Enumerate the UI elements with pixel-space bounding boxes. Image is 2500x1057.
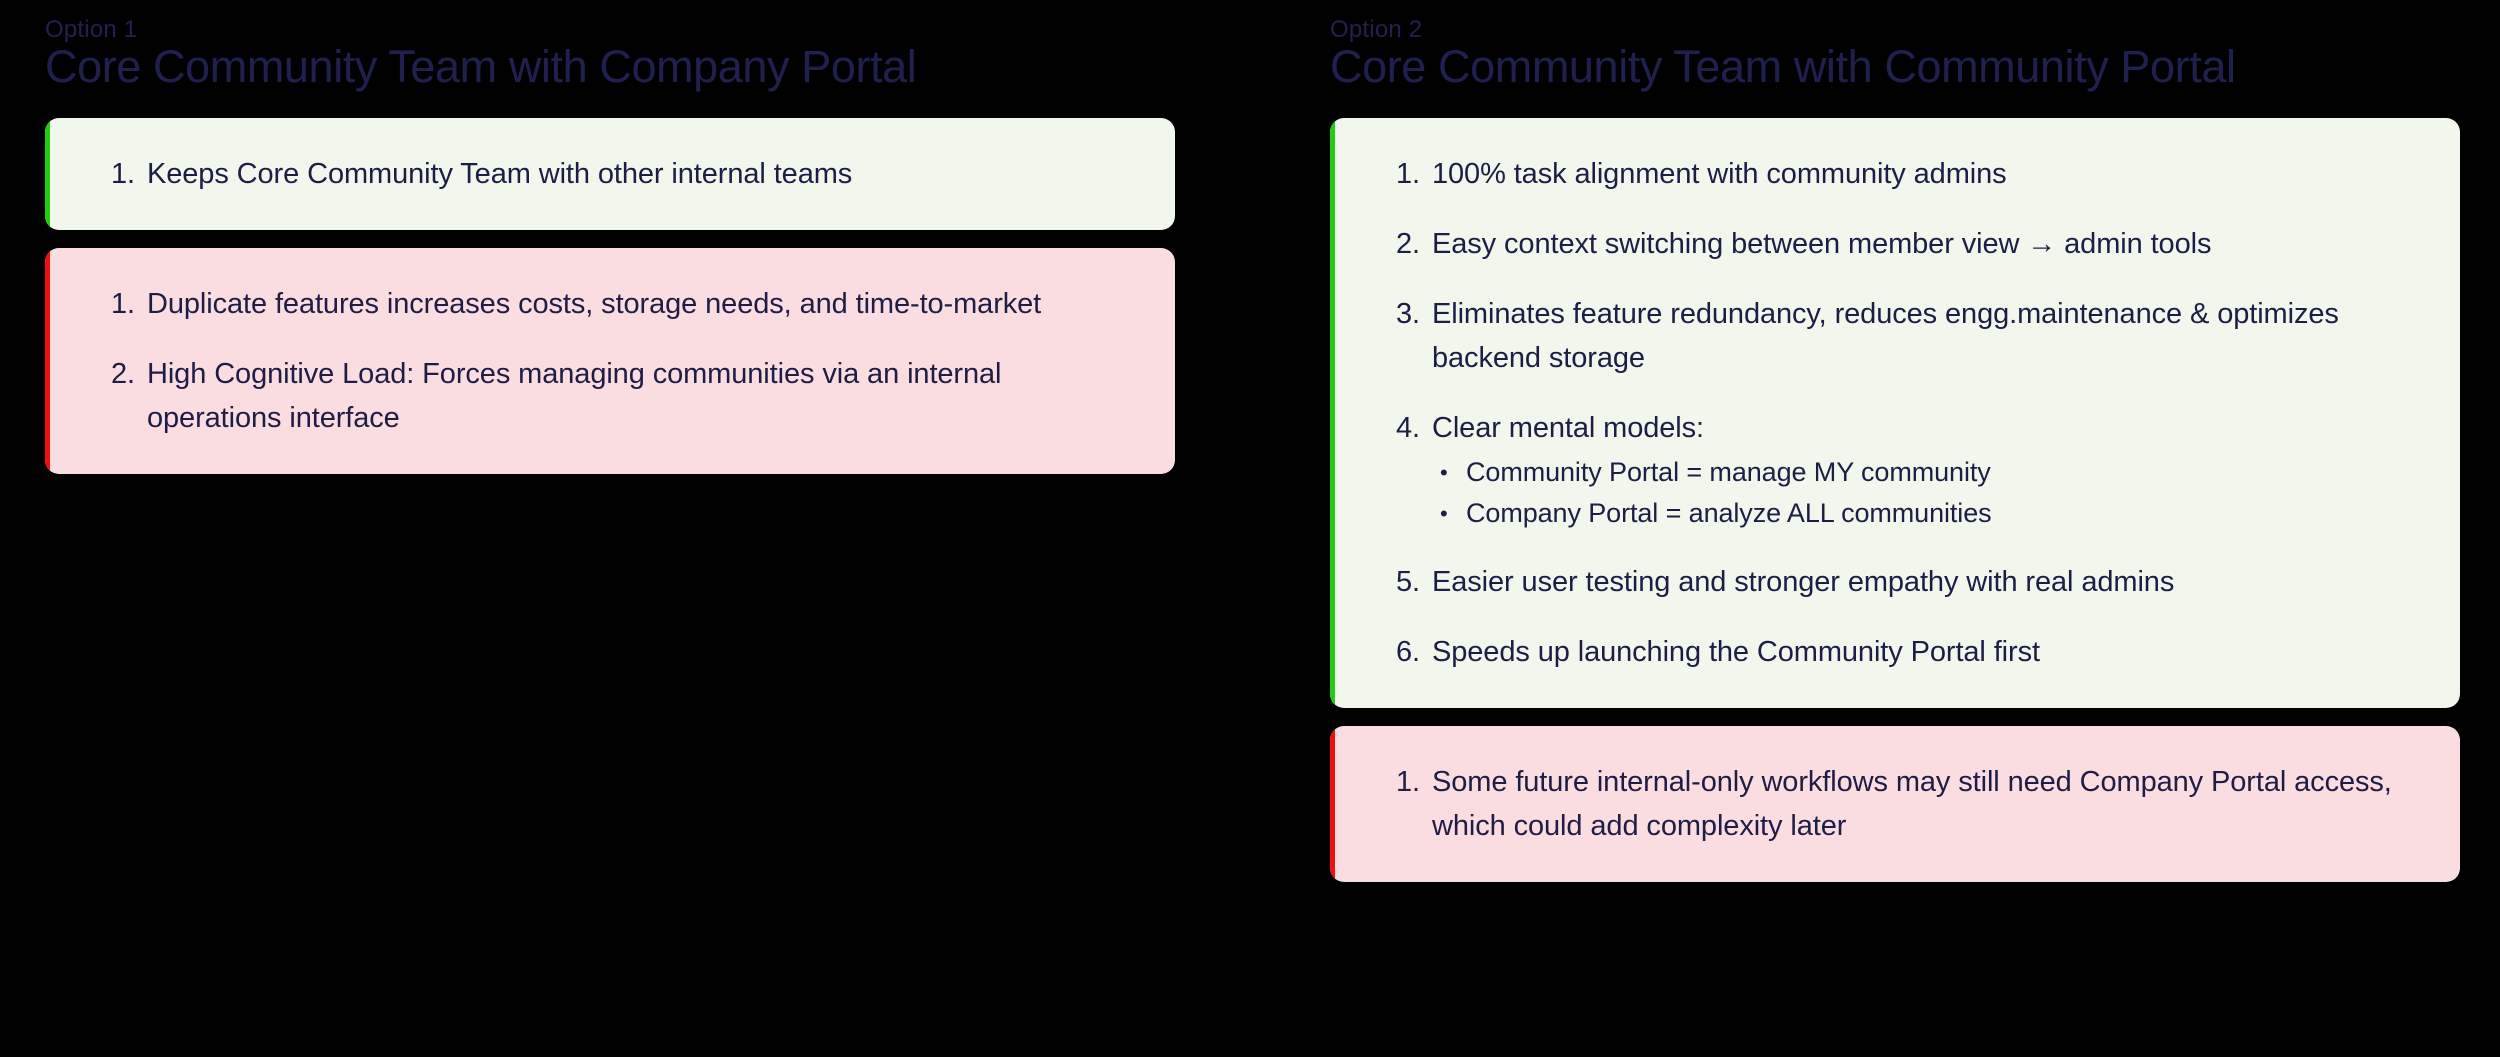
list-item-text: Clear mental models: (1432, 412, 1704, 444)
list-item: Easy context switching between member vi… (1384, 222, 2418, 266)
list-item-text: 100% task alignment with community admin… (1432, 158, 2007, 190)
option-2-pros-card: 100% task alignment with community admin… (1330, 118, 2460, 708)
option-1-cons-card: Duplicate features increases costs, stor… (45, 248, 1175, 474)
list-item: High Cognitive Load: Forces managing com… (99, 352, 1002, 434)
option-2-title: Core Community Team with Community Porta… (1330, 41, 2236, 92)
list-item: Speeds up launching the Community Portal… (1384, 630, 2418, 674)
option-1-column: Option 1 Core Community Team with Compan… (45, 0, 1220, 1057)
list-item-text: Easier user testing and stronger empathy… (1432, 566, 2175, 598)
option-2-pros-list: 100% task alignment with community admin… (1384, 152, 2418, 674)
list-item-text: Easy context switching between member vi… (1432, 228, 2212, 260)
option-2-label: Option 2 (1330, 16, 1423, 43)
list-item: Keeps Core Community Team with other int… (99, 152, 853, 196)
option-1-pros-list: Keeps Core Community Team with other int… (99, 152, 1133, 196)
option-1-label: Option 1 (45, 16, 138, 43)
list-item: Community Portal = manage MY community (1432, 452, 2418, 493)
list-item-text: Eliminates feature redundancy, reduces e… (1432, 298, 2339, 374)
list-item: 100% task alignment with community admin… (1384, 152, 2418, 196)
list-item: Clear mental models: Community Portal = … (1384, 406, 2418, 534)
option-2-column: Option 2 Core Community Team with Commun… (1330, 0, 2500, 1057)
list-item-text: Speeds up launching the Community Portal… (1432, 636, 2040, 668)
option-2-cons-card: Some future internal-only workflows may … (1330, 726, 2460, 882)
list-item: Eliminates feature redundancy, reduces e… (1384, 292, 2418, 380)
option-1-cons-list: Duplicate features increases costs, stor… (99, 282, 1133, 440)
option-2-cons-list: Some future internal-only workflows may … (1384, 760, 2418, 848)
option-1-title: Core Community Team with Company Portal (45, 41, 917, 92)
list-item: Easier user testing and stronger empathy… (1384, 560, 2418, 604)
list-item: Duplicate features increases costs, stor… (99, 282, 1042, 326)
option-2-header: Option 2 Core Community Team with Commun… (1330, 0, 2500, 118)
option-1-pros-card: Keeps Core Community Team with other int… (45, 118, 1175, 230)
option-2-mental-models-sublist: Community Portal = manage MY community C… (1432, 452, 2418, 534)
option-1-header: Option 1 Core Community Team with Compan… (45, 0, 1220, 118)
list-item: Some future internal-only workflows may … (1384, 760, 2392, 842)
list-item: Company Portal = analyze ALL communities (1432, 493, 2418, 534)
